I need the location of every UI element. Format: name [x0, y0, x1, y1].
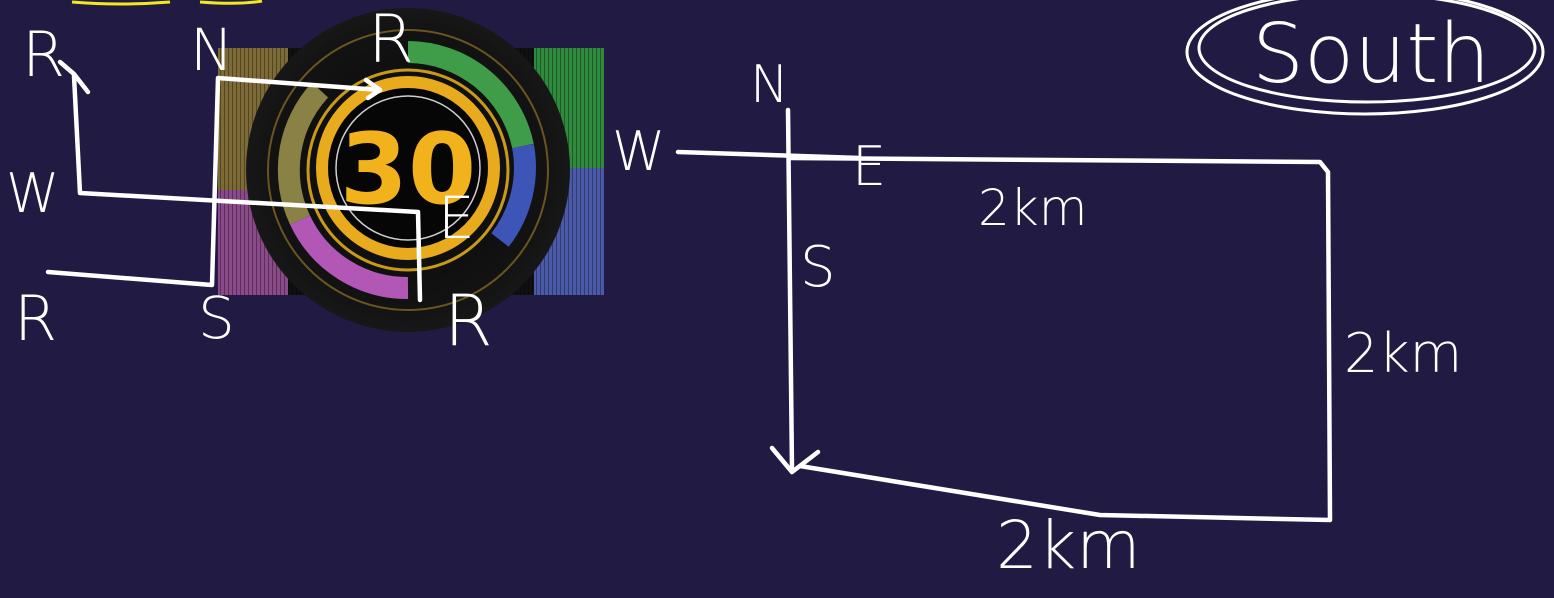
yellow-scribble	[71, 0, 263, 6]
corner-label-top-left: R	[22, 18, 65, 91]
left-south-label: S	[198, 284, 235, 352]
answer-text: South	[1252, 7, 1490, 102]
route-north-label: N	[750, 55, 789, 115]
left-north-label: N	[190, 16, 233, 84]
route-east-label: E	[852, 135, 886, 198]
left-west-label: W	[6, 162, 59, 225]
left-compass-sketch	[45, 59, 423, 303]
answer-circle	[1185, 0, 1545, 116]
segment-label-south: 2km	[1344, 322, 1462, 385]
corner-label-bottom-left: R	[14, 282, 57, 355]
segment-label-west: 2km	[996, 507, 1141, 584]
segment-label-east: 2km	[978, 179, 1087, 237]
left-east-label: E	[438, 184, 475, 252]
corner-label-bottom-right: R	[444, 280, 493, 362]
corner-label-top-right: R	[368, 1, 414, 78]
route-west-label: W	[612, 120, 665, 183]
route-path	[675, 107, 1333, 523]
route-south-label: S	[800, 235, 836, 300]
